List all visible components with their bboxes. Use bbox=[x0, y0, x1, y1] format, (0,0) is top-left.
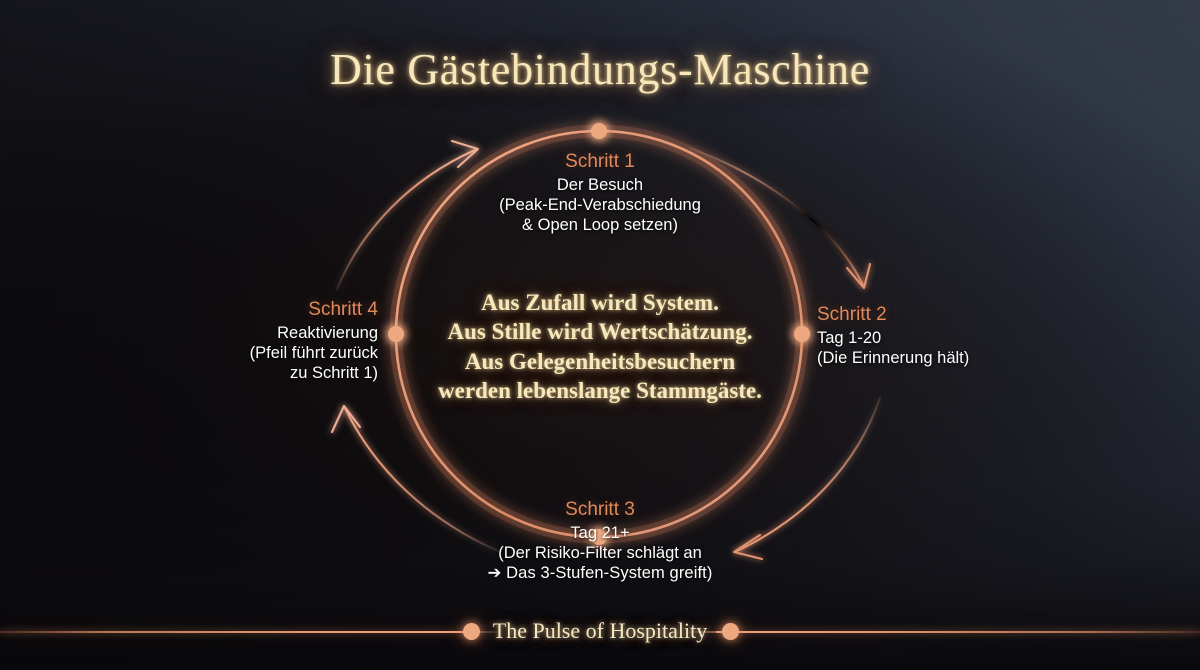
center-statement: Aus Zufall wird System. Aus Stille wird … bbox=[380, 288, 820, 406]
cycle-node-step3[interactable] bbox=[591, 529, 607, 545]
step-3-label: Schritt 3 Tag 21+ (Der Risiko-Filter sch… bbox=[405, 498, 795, 584]
step-2-line-2: (Die Erinnerung hält) bbox=[817, 349, 970, 368]
step-2-heading: Schritt 2 bbox=[817, 304, 887, 325]
step-1-line-1: Der Besuch bbox=[556, 176, 644, 195]
page-title: Die Gästebindungs-Maschine bbox=[330, 45, 870, 94]
step-1-heading: Schritt 1 bbox=[565, 151, 635, 172]
step-3-line-3: ➔ Das 3-Stufen-System greift) bbox=[487, 564, 713, 583]
step-2-label: Schritt 2 Tag 1-20 (Die Erinnerung hält) bbox=[817, 303, 1067, 368]
step-4-line-3: zu Schritt 1) bbox=[289, 364, 378, 383]
step-1-line-2: (Peak-End-Verabschiedung bbox=[499, 196, 701, 215]
step-1-line-3: & Open Loop setzen) bbox=[522, 216, 678, 235]
step-4-line-2: (Pfeil führt zurück bbox=[249, 344, 378, 363]
cycle-node-step4[interactable] bbox=[388, 326, 404, 342]
arrow-step2-to-step3 bbox=[732, 396, 882, 561]
center-statement-line-3: Aus Gelegenheitsbesuchern bbox=[464, 348, 736, 374]
step-1-label: Schritt 1 Der Besuch (Peak-End-Verabschi… bbox=[420, 150, 780, 236]
step-4-label: Schritt 4 Reaktivierung (Pfeil führt zur… bbox=[130, 298, 378, 384]
footer-brand-text: The Pulse of Hospitality bbox=[492, 618, 708, 643]
footer-text-backdrop bbox=[472, 624, 716, 640]
footer-dot-right bbox=[722, 623, 739, 640]
step-4-heading: Schritt 4 bbox=[308, 299, 378, 320]
arrow-step3-to-step4 bbox=[330, 404, 500, 553]
footer-dot-left bbox=[463, 623, 480, 640]
arrow-step4-to-step1 bbox=[335, 139, 480, 291]
step-3-heading: Schritt 3 bbox=[565, 499, 635, 520]
step-3-line-1: Tag 21+ bbox=[570, 524, 630, 543]
step-3-line-2: (Der Risiko-Filter schlägt an bbox=[498, 544, 702, 563]
cycle-node-step1[interactable] bbox=[591, 123, 607, 139]
step-2-line-1: Tag 1-20 bbox=[817, 329, 882, 348]
cycle-node-step2[interactable] bbox=[794, 326, 810, 342]
step-4-line-1: Reaktivierung bbox=[277, 324, 378, 343]
center-statement-line-2: Aus Stille wird Wertschätzung. bbox=[447, 319, 753, 345]
center-statement-line-4: werden lebenslange Stammgäste. bbox=[438, 378, 762, 404]
center-statement-line-1: Aus Zufall wird System. bbox=[481, 290, 719, 315]
arrow-step1-to-step2 bbox=[688, 146, 872, 290]
